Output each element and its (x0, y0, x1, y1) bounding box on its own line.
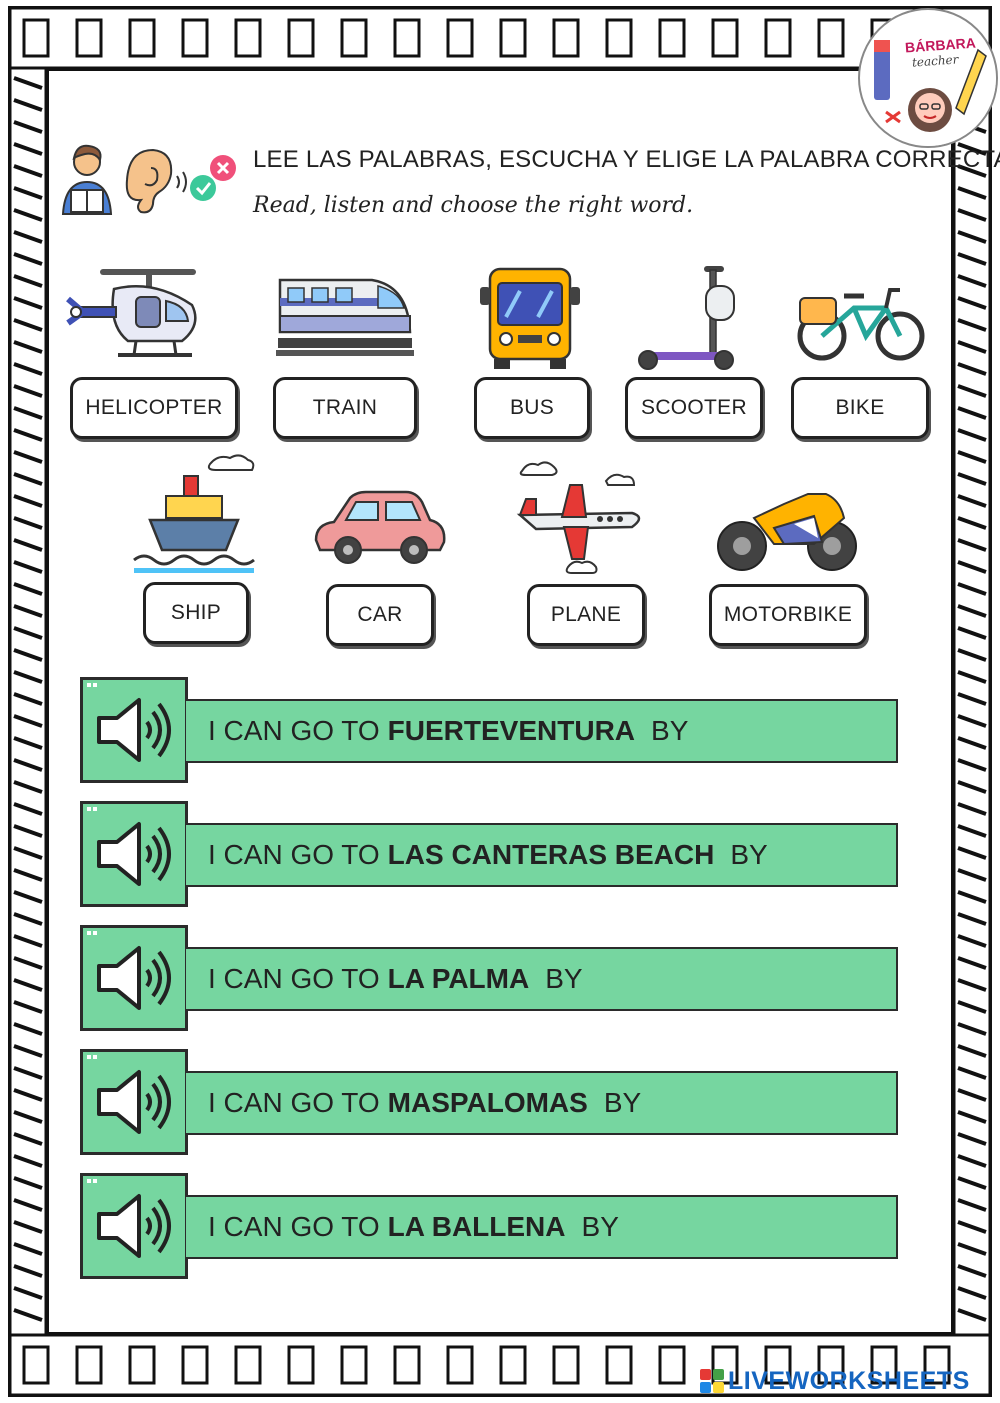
helicopter-image (66, 269, 197, 357)
word-box-car[interactable]: CAR (326, 584, 434, 646)
sentence-lead: I CAN GO TO (208, 715, 380, 746)
sentence-place: LA PALMA (387, 963, 530, 994)
plane-image (516, 461, 641, 574)
instruction-icons (61, 144, 236, 215)
exercise-row: I CAN GO TO FUERTEVENTURA BY (80, 677, 898, 785)
sentence-tail: BY (545, 963, 583, 994)
liveworksheets-watermark[interactable]: LIVEWORKSHEETS (700, 1367, 970, 1395)
play-audio-button[interactable] (80, 1173, 188, 1279)
bus-image (480, 267, 580, 369)
speaker-icon (97, 1070, 171, 1134)
reading-person-icon (61, 144, 113, 215)
ear-icon (125, 148, 187, 214)
sentence-place: MASPALOMAS (387, 1087, 588, 1118)
exercise-row: I CAN GO TO LAS CANTERAS BEACH BY (80, 801, 898, 909)
teacher-badge (858, 8, 998, 148)
exercise-row: I CAN GO TO MASPALOMAS BY (80, 1049, 898, 1157)
sentence-tail: BY (730, 839, 768, 870)
exercise-row: I CAN GO TO LA BALLENA BY (80, 1173, 898, 1281)
bike-image (797, 288, 925, 361)
word-box-plane[interactable]: PLANE (527, 584, 645, 646)
speaker-icon (97, 698, 171, 762)
word-box-train[interactable]: TRAIN (273, 377, 417, 439)
sentence-bar: I CAN GO TO FUERTEVENTURA BY (186, 699, 898, 763)
ship-image (133, 454, 255, 573)
speaker-icon (97, 946, 171, 1010)
speaker-icon (97, 1194, 171, 1258)
speaker-icon (97, 822, 171, 886)
sentence-bar: I CAN GO TO LA PALMA BY (186, 947, 898, 1011)
frame-border-bottom (10, 1335, 990, 1395)
check-cross-icon (190, 155, 236, 201)
frame-border-left (10, 68, 46, 1335)
motorbike-image (717, 493, 857, 571)
word-box-scooter[interactable]: SCOOTER (625, 377, 763, 439)
sentence-place: LA BALLENA (387, 1211, 566, 1242)
sentence-place: LAS CANTERAS BEACH (387, 839, 715, 870)
play-audio-button[interactable] (80, 925, 188, 1031)
liveworksheets-logo-icon (700, 1369, 724, 1393)
sentence-tail: BY (581, 1211, 619, 1242)
play-audio-button[interactable] (80, 801, 188, 907)
instruction-spanish: LEE LAS PALABRAS, ESCUCHA Y ELIGE LA PAL… (253, 146, 1000, 173)
sentence-lead: I CAN GO TO (208, 1087, 380, 1118)
word-box-bike[interactable]: BIKE (791, 377, 929, 439)
play-audio-button[interactable] (80, 1049, 188, 1155)
play-audio-button[interactable] (80, 677, 188, 783)
sentence-lead: I CAN GO TO (208, 963, 380, 994)
sentence-lead: I CAN GO TO (208, 1211, 380, 1242)
sentence-place: FUERTEVENTURA (387, 715, 636, 746)
train-image (276, 278, 414, 356)
word-box-helicopter[interactable]: HELICOPTER (70, 377, 238, 439)
sentence-bar: I CAN GO TO MASPALOMAS BY (186, 1071, 898, 1135)
watermark-text: LIVEWORKSHEETS (728, 1366, 970, 1395)
frame-border-right (954, 68, 990, 1335)
instruction-english: Read, listen and choose the right word. (253, 193, 694, 218)
exercise-row: I CAN GO TO LA PALMA BY (80, 925, 898, 1033)
word-box-bus[interactable]: BUS (474, 377, 590, 439)
word-box-motorbike[interactable]: MOTORBIKE (709, 584, 867, 646)
sentence-lead: I CAN GO TO (208, 839, 380, 870)
car-image (314, 490, 446, 564)
sentence-tail: BY (603, 1087, 642, 1118)
frame-border-top (10, 8, 990, 68)
sentence-bar: I CAN GO TO LAS CANTERAS BEACH BY (186, 823, 898, 887)
word-box-ship[interactable]: SHIP (143, 582, 249, 644)
teacher-avatar-icon (864, 14, 996, 146)
sentence-tail: BY (651, 715, 689, 746)
scooter-image (638, 266, 735, 370)
sentence-bar: I CAN GO TO LA BALLENA BY (186, 1195, 898, 1259)
